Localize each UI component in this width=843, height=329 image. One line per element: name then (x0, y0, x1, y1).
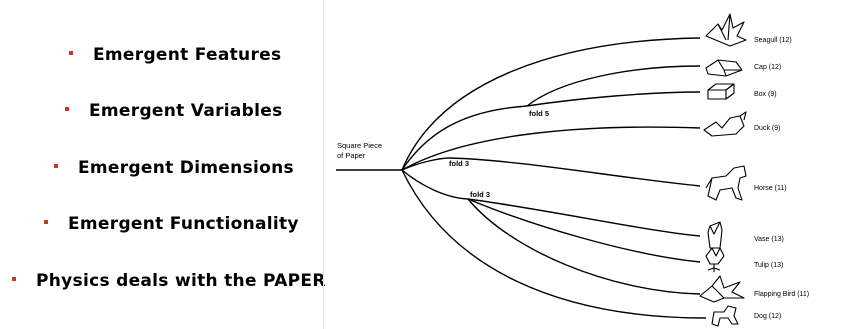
bullet-marker (44, 220, 48, 224)
dog-icon (711, 305, 739, 327)
branch-bird (467, 198, 701, 295)
branch-fold3a (401, 157, 451, 171)
duck-icon (703, 111, 747, 137)
item-label-duck: Duck (9) (754, 125, 780, 132)
fold-label: fold 3 (470, 190, 490, 199)
branch-box (526, 91, 701, 107)
branch-cap (526, 65, 701, 107)
root-label-line1: Square Piece (337, 141, 382, 150)
box-icon (707, 83, 735, 100)
item-label-dog: Dog (12) (754, 313, 781, 320)
seagull-icon (705, 13, 747, 47)
flapping-bird-icon (699, 275, 745, 303)
bullet-text: Emergent Dimensions (78, 158, 294, 178)
column-divider (323, 0, 324, 329)
bullet-text: Emergent Features (93, 45, 282, 65)
bullet-item: Emergent Functionality (44, 214, 299, 234)
tulip-icon (705, 247, 725, 272)
fold-label: fold 5 (529, 109, 549, 118)
item-label-seagull: Seagull (12) (754, 37, 792, 44)
branch-tulip (467, 198, 701, 263)
horse-icon (705, 165, 747, 201)
bullet-item: Emergent Dimensions (54, 158, 294, 178)
branch-fold5 (401, 105, 528, 171)
branch-duck (401, 126, 701, 171)
branch-horse (449, 157, 701, 187)
bullet-text: Emergent Functionality (68, 214, 299, 234)
bullet-text: Emergent Variables (89, 101, 283, 121)
item-label-tulip: Tulip (13) (754, 262, 783, 269)
bullet-list: Emergent Features Emergent Variables Eme… (0, 0, 380, 329)
item-label-flapping-bird: Flapping Bird (11) (754, 291, 809, 298)
bullet-marker (12, 277, 16, 281)
item-label-horse: Horse (11) (754, 185, 787, 192)
item-label-box: Box (9) (754, 91, 777, 98)
bullet-item: Emergent Variables (65, 101, 283, 121)
vase-icon (707, 221, 723, 249)
item-label-cap: Cap (12) (754, 64, 781, 71)
branch-seagull (401, 37, 701, 171)
bullet-marker (65, 107, 69, 111)
bullet-marker (54, 164, 58, 168)
fold-label: fold 3 (449, 159, 469, 168)
cap-icon (705, 59, 743, 77)
branch-fold3b (401, 169, 469, 200)
bullet-item: Emergent Features (69, 45, 281, 65)
branch-dog (401, 169, 707, 319)
branch-vase (467, 198, 701, 237)
bullet-text: Physics deals with the PAPER (36, 271, 326, 291)
bullet-item: Physics deals with the PAPER (12, 271, 326, 291)
bullet-marker (69, 51, 73, 55)
item-label-vase: Vase (13) (754, 236, 784, 243)
root-label-line2: of Paper (337, 151, 366, 160)
